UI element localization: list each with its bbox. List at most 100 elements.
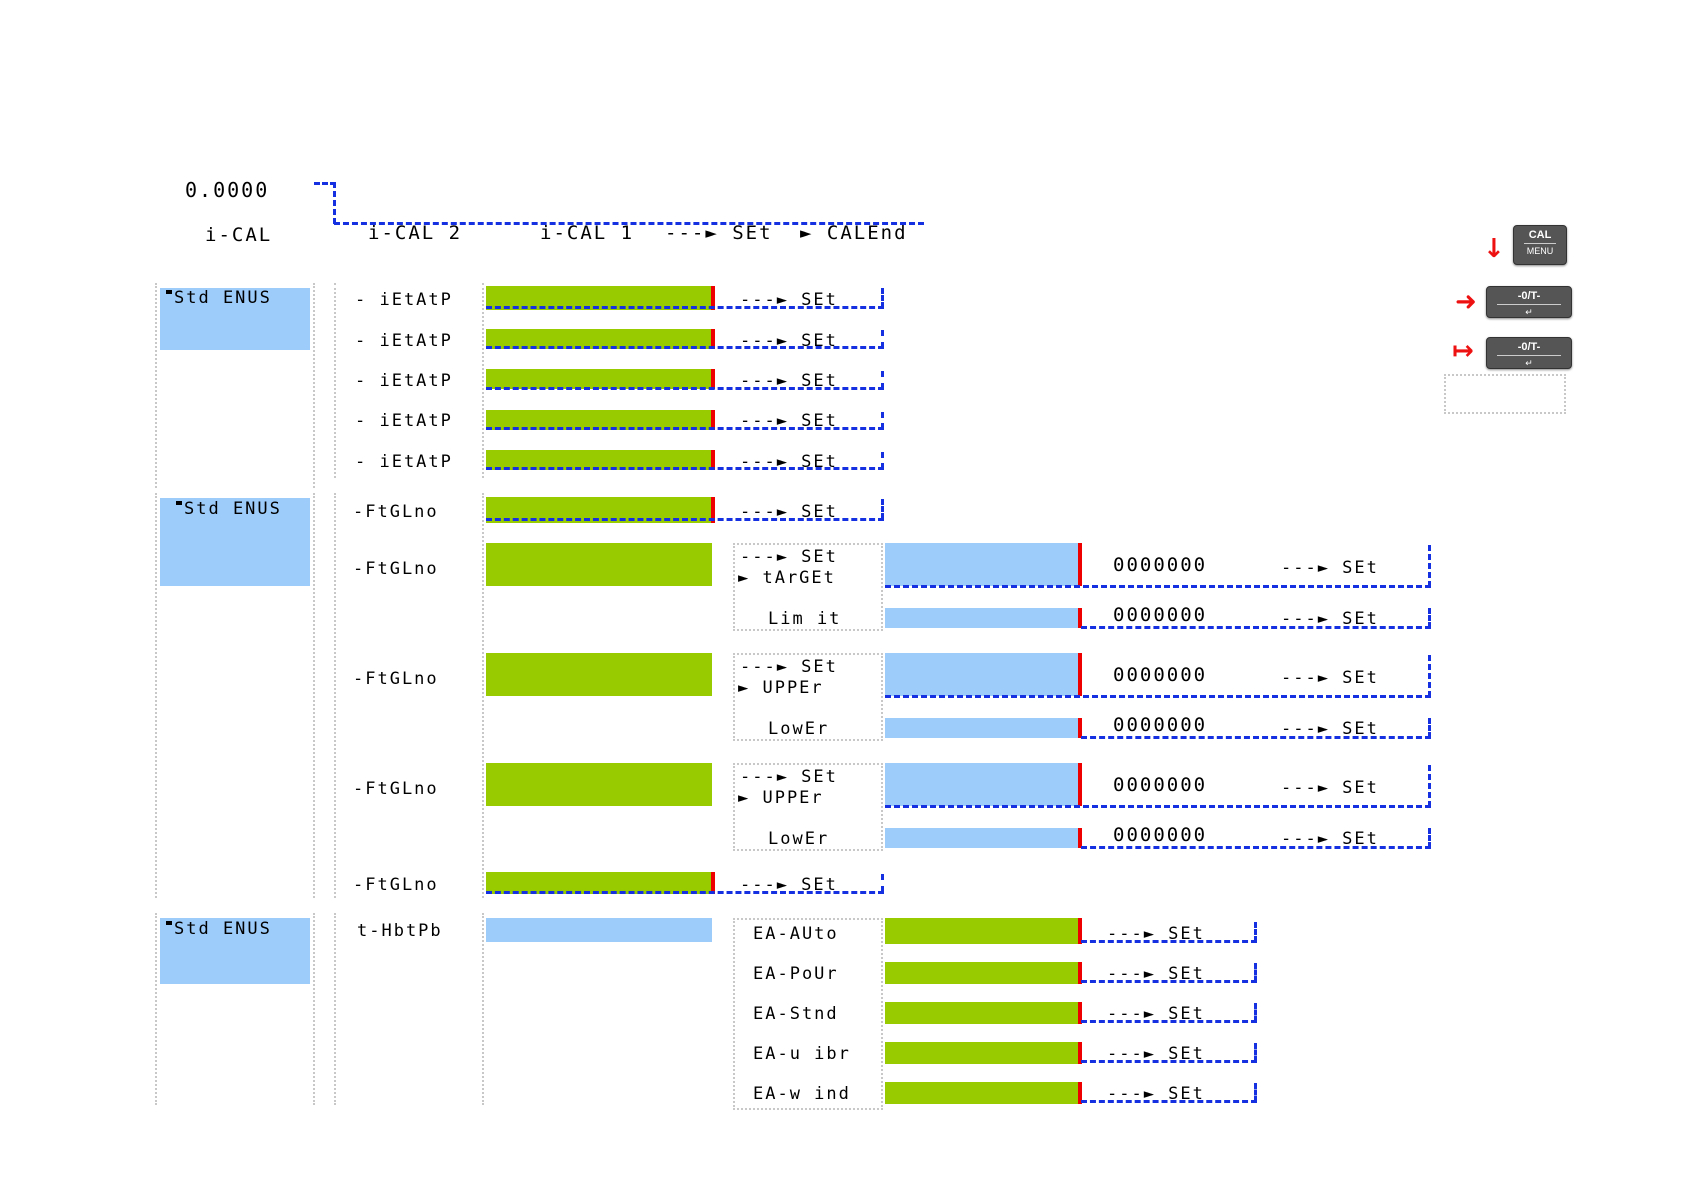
sub-action-1: ---► SEt [1281,558,1379,578]
row-bar [486,763,712,806]
row-marker [711,369,715,389]
zero-tare-key[interactable]: -0/T- ↵ [1486,286,1572,318]
row-label: - iEtAtP [355,411,453,431]
label-column-3 [334,913,484,1105]
row-label: EA-u ibr [753,1044,851,1064]
row-label: -FtGLno [353,779,439,799]
row-marker [711,410,715,430]
sub-marker-2 [1078,718,1082,738]
group-1-label: Std ENUS [174,288,272,308]
sub-first-label: ► UPPEr [738,678,824,698]
row-marker [1078,962,1082,984]
group-3-row-label: t-HbtPb [357,921,443,941]
sub-set-label: ---► SEt [740,657,838,677]
row-connector [486,891,884,894]
sub-second-label: Lim it [768,609,842,629]
sub-marker-2 [1078,828,1082,848]
cal-menu-key[interactable]: CAL MENU [1513,225,1567,265]
sub-value-2: 0000000 [1113,714,1208,736]
cal2-label: i-CAL 2 [368,222,463,244]
row-label: - iEtAtP [355,331,453,351]
row-marker [1078,1082,1082,1104]
label-column-2 [334,493,484,898]
group-column-1 [155,283,315,488]
row-action: ---► SEt [740,502,838,522]
sub-connector-vert-1 [1428,655,1431,697]
row-connector [486,518,884,521]
row-bar [885,1082,1081,1104]
row-bar [486,369,712,389]
sub-connector-vert-2 [1428,828,1431,848]
row-action: ---► SEt [1107,1004,1205,1024]
sub-bar-1 [885,543,1081,586]
row-connector-vert [881,412,884,429]
row-bar [885,918,1081,944]
row-connector [486,467,884,470]
sub-connector-vert-2 [1428,608,1431,628]
row-connector-vert [881,330,884,348]
row-action: ---► SEt [740,452,838,472]
row-connector-vert [881,452,884,469]
row-label: EA-AUto [753,924,839,944]
key-top-label: CAL [1528,229,1552,241]
group-3-label: Std ENUS [174,919,272,939]
row-bar [486,653,712,696]
row-connector [1081,1060,1257,1063]
key-top-label: -0/T- [1517,290,1541,302]
sub-block-frame [733,653,883,741]
sub-bar-1 [885,763,1081,806]
sub-value-1: 0000000 [1113,774,1208,796]
mode-label: i-CAL [205,224,273,246]
display-value: 0.0000 [185,178,270,202]
row-marker [1078,918,1082,944]
row-label: -FtGLno [353,559,439,579]
header-connector-long [334,222,924,225]
key-divider [1524,243,1556,244]
sub-first-label: ► tArGEt [738,568,836,588]
sub-connector-2 [1081,846,1431,849]
key-bottom-label: ↵ [1525,358,1533,368]
row-connector [1081,1020,1257,1023]
arrow-right-bar-icon: ↦ [1452,336,1474,366]
row-marker [711,872,715,894]
cal1-label: i-CAL 1 [540,222,635,244]
row-bar [486,872,712,894]
sub-marker-1 [1078,543,1082,586]
sub-bar-2 [885,608,1081,628]
header-set-label: ---► SEt [665,222,773,244]
row-connector-vert [881,499,884,519]
row-connector-vert [1254,1043,1257,1062]
sub-connector-1 [885,805,1431,808]
sub-connector-1 [885,585,1431,588]
row-connector-vert [1254,963,1257,982]
group-1-highlight [160,288,310,350]
row-label: EA-PoUr [753,964,839,984]
sub-action-1: ---► SEt [1281,778,1379,798]
row-connector [1081,1100,1257,1103]
row-connector [486,387,884,390]
row-marker [711,286,715,310]
row-action: ---► SEt [740,411,838,431]
row-bar [486,450,712,470]
sub-set-label: ---► SEt [740,767,838,787]
row-label: - iEtAtP [355,371,453,391]
group-column-3 [155,913,315,1105]
sub-block-frame [733,763,883,851]
group-1-marker [166,290,172,294]
row-connector [1081,940,1257,943]
arrow-down-icon: ↓ [1483,234,1505,264]
sub-value-2: 0000000 [1113,824,1208,846]
group-3-row-bar [486,918,712,942]
row-action: ---► SEt [1107,964,1205,984]
sub-bar-1 [885,653,1081,696]
sub-set-label: ---► SEt [740,547,838,567]
sub-second-label: LowEr [768,719,830,739]
sub-bar-2 [885,828,1081,848]
group-3-marker [166,921,172,925]
row-action: ---► SEt [740,290,838,310]
sub-marker-1 [1078,653,1082,696]
sub-value-2: 0000000 [1113,604,1208,626]
sub-first-label: ► UPPEr [738,788,824,808]
zero-tare-key-hold[interactable]: -0/T- ↵ [1486,337,1572,369]
sub-connector-vert-1 [1428,545,1431,587]
